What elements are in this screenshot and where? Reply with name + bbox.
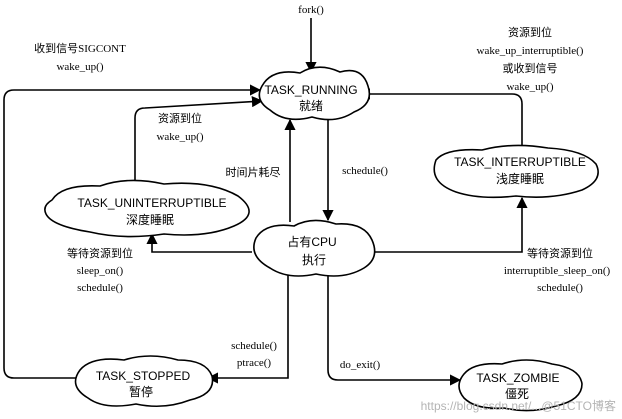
edge-wait-interruptible-label-1: 等待资源到位 [527,246,593,260]
node-task-uninterruptible-name: TASK_UNINTERRUPTIBLE [77,196,226,210]
watermark: https://blog.csdn.net/...@51CTO博客 [421,398,616,413]
edge-wait-interruptible-label-3: schedule() [537,282,583,294]
edge-wait-interruptible: 等待资源到位 interruptible_sleep_on() schedule… [372,196,611,294]
node-task-running-name: TASK_RUNNING [264,83,357,97]
node-task-interruptible-name: TASK_INTERRUPTIBLE [454,155,586,169]
edge-interruptible-wake: 资源到位 wake_up_interruptible() 或收到信号 wake_… [358,25,584,148]
edge-wait-uninterruptible-label-3: schedule() [77,282,123,294]
node-task-interruptible-desc: 浅度睡眠 [496,171,544,186]
edge-resource-ready: 资源到位 wake_up() [134,96,264,186]
edge-wait-uninterruptible-label-2: sleep_on() [77,265,124,277]
edge-stop-label-2: ptrace() [237,357,272,369]
edge-stop: schedule() ptrace() [206,272,289,384]
edge-timeslice-label: 时间片耗尽 [226,166,281,179]
node-task-stopped-desc: 暂停 [129,384,153,399]
edge-resource-ready-label-2: wake_up() [156,131,203,143]
edge-wait-uninterruptible: 等待资源到位 sleep_on() schedule() [67,232,252,294]
node-task-interruptible: TASK_INTERRUPTIBLE 浅度睡眠 [433,144,599,199]
edge-resource-ready-label-1: 资源到位 [158,111,202,125]
edge-fork-label: fork() [298,4,324,16]
edge-schedule: schedule() [322,120,388,222]
edge-interruptible-wake-label-1: 资源到位 [508,25,552,39]
node-task-zombie-name: TASK_ZOMBIE [476,371,559,385]
edge-sigcont: 收到信号SIGCONT wake_up() [3,41,262,379]
node-cpu-name: 占有CPU [287,234,336,249]
node-task-uninterruptible: TASK_UNINTERRUPTIBLE 深度睡眠 [44,179,250,238]
edge-schedule-label: schedule() [342,165,388,177]
node-task-running: TASK_RUNNING 就绪 [258,66,371,121]
node-cpu: 占有CPU 执行 [253,219,376,277]
node-cpu-desc: 执行 [302,253,326,267]
node-task-stopped-name: TASK_STOPPED [96,369,191,383]
edge-exit: do_exit() [327,272,462,386]
edge-interruptible-wake-label-4: wake_up() [506,81,553,93]
node-task-running-desc: 就绪 [299,99,323,113]
edge-sigcont-label-2: wake_up() [56,61,103,73]
edge-wait-uninterruptible-label-1: 等待资源到位 [67,246,133,260]
edge-sigcont-label-1: 收到信号SIGCONT [34,41,126,55]
edge-fork: fork() [298,4,324,74]
edge-interruptible-wake-label-2: wake_up_interruptible() [477,45,584,57]
node-task-zombie: TASK_ZOMBIE 僵死 [458,359,583,412]
edge-wait-interruptible-label-2: interruptible_sleep_on() [504,265,611,277]
node-task-uninterruptible-desc: 深度睡眠 [126,212,174,227]
node-task-stopped: TASK_STOPPED 暂停 [74,355,214,408]
node-task-zombie-desc: 僵死 [505,387,529,401]
edge-exit-label: do_exit() [340,359,381,371]
edge-interruptible-wake-label-3: 或收到信号 [503,61,558,75]
edge-timeslice: 时间片耗尽 [226,118,296,222]
edge-stop-label-1: schedule() [231,340,277,352]
